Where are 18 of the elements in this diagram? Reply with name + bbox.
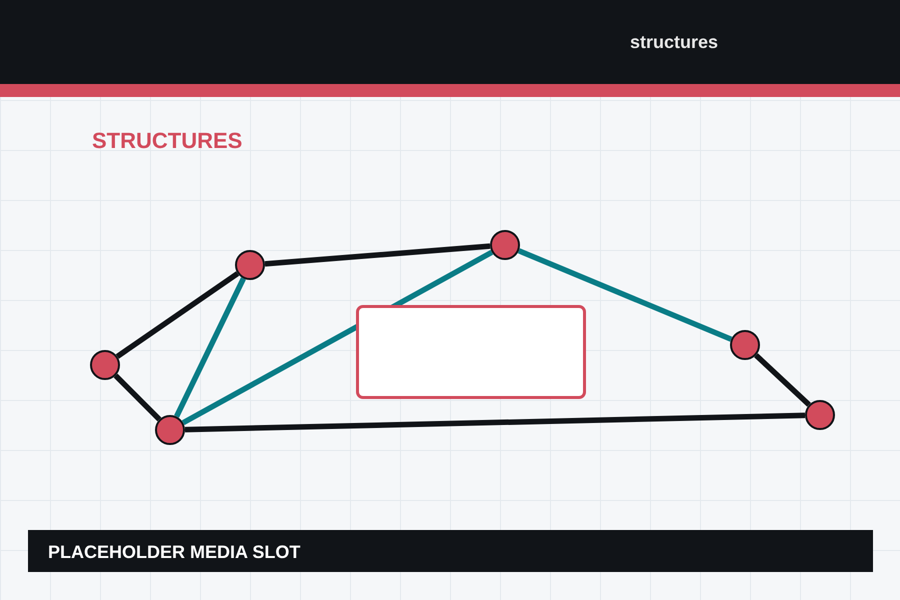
connector-line [174,277,246,418]
header-label: structures [630,31,718,53]
section-title: STRUCTURES [92,128,242,154]
joint-circle [490,230,520,260]
media-slot-label: PLACEHOLDER MEDIA SLOT [48,541,300,563]
connector-line [116,271,240,359]
connector-line [264,243,490,267]
joint-circle [730,330,760,360]
connector-line [182,250,494,426]
media-slot-bar [28,530,873,572]
connector-line [114,374,162,422]
joint-circle [235,250,265,280]
connector-line [518,248,732,342]
joint-circle [155,415,185,445]
connector-line [754,353,811,407]
joint-circle [805,400,835,430]
connector-line [184,412,806,432]
joint-circle [90,350,120,380]
